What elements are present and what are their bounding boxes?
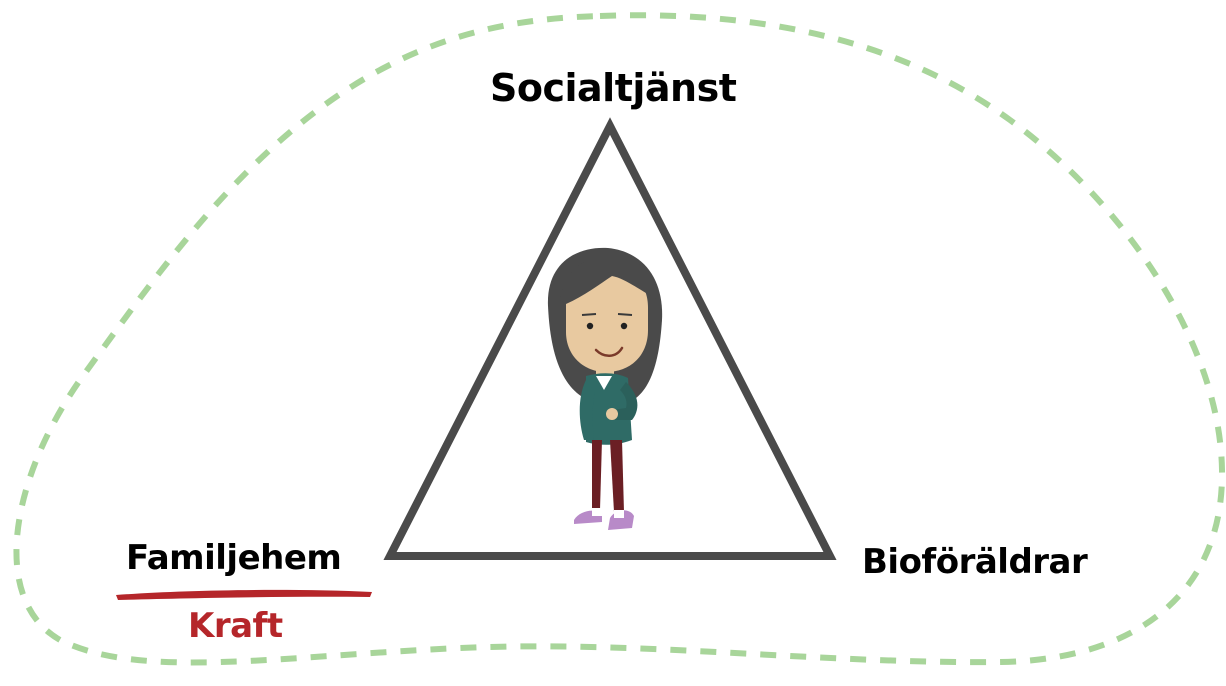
node-label-right: Bioföräldrar (862, 542, 1088, 582)
node-label-left: Familjehem (126, 538, 342, 578)
node-label-top: Socialtjänst (490, 66, 737, 110)
dashed-boundary-outline (13, 12, 1226, 666)
node-sublabel-left: Kraft (188, 606, 283, 646)
child-figure (547, 247, 663, 530)
accent-brush-underline (116, 589, 372, 600)
relationship-triangle (383, 117, 837, 560)
